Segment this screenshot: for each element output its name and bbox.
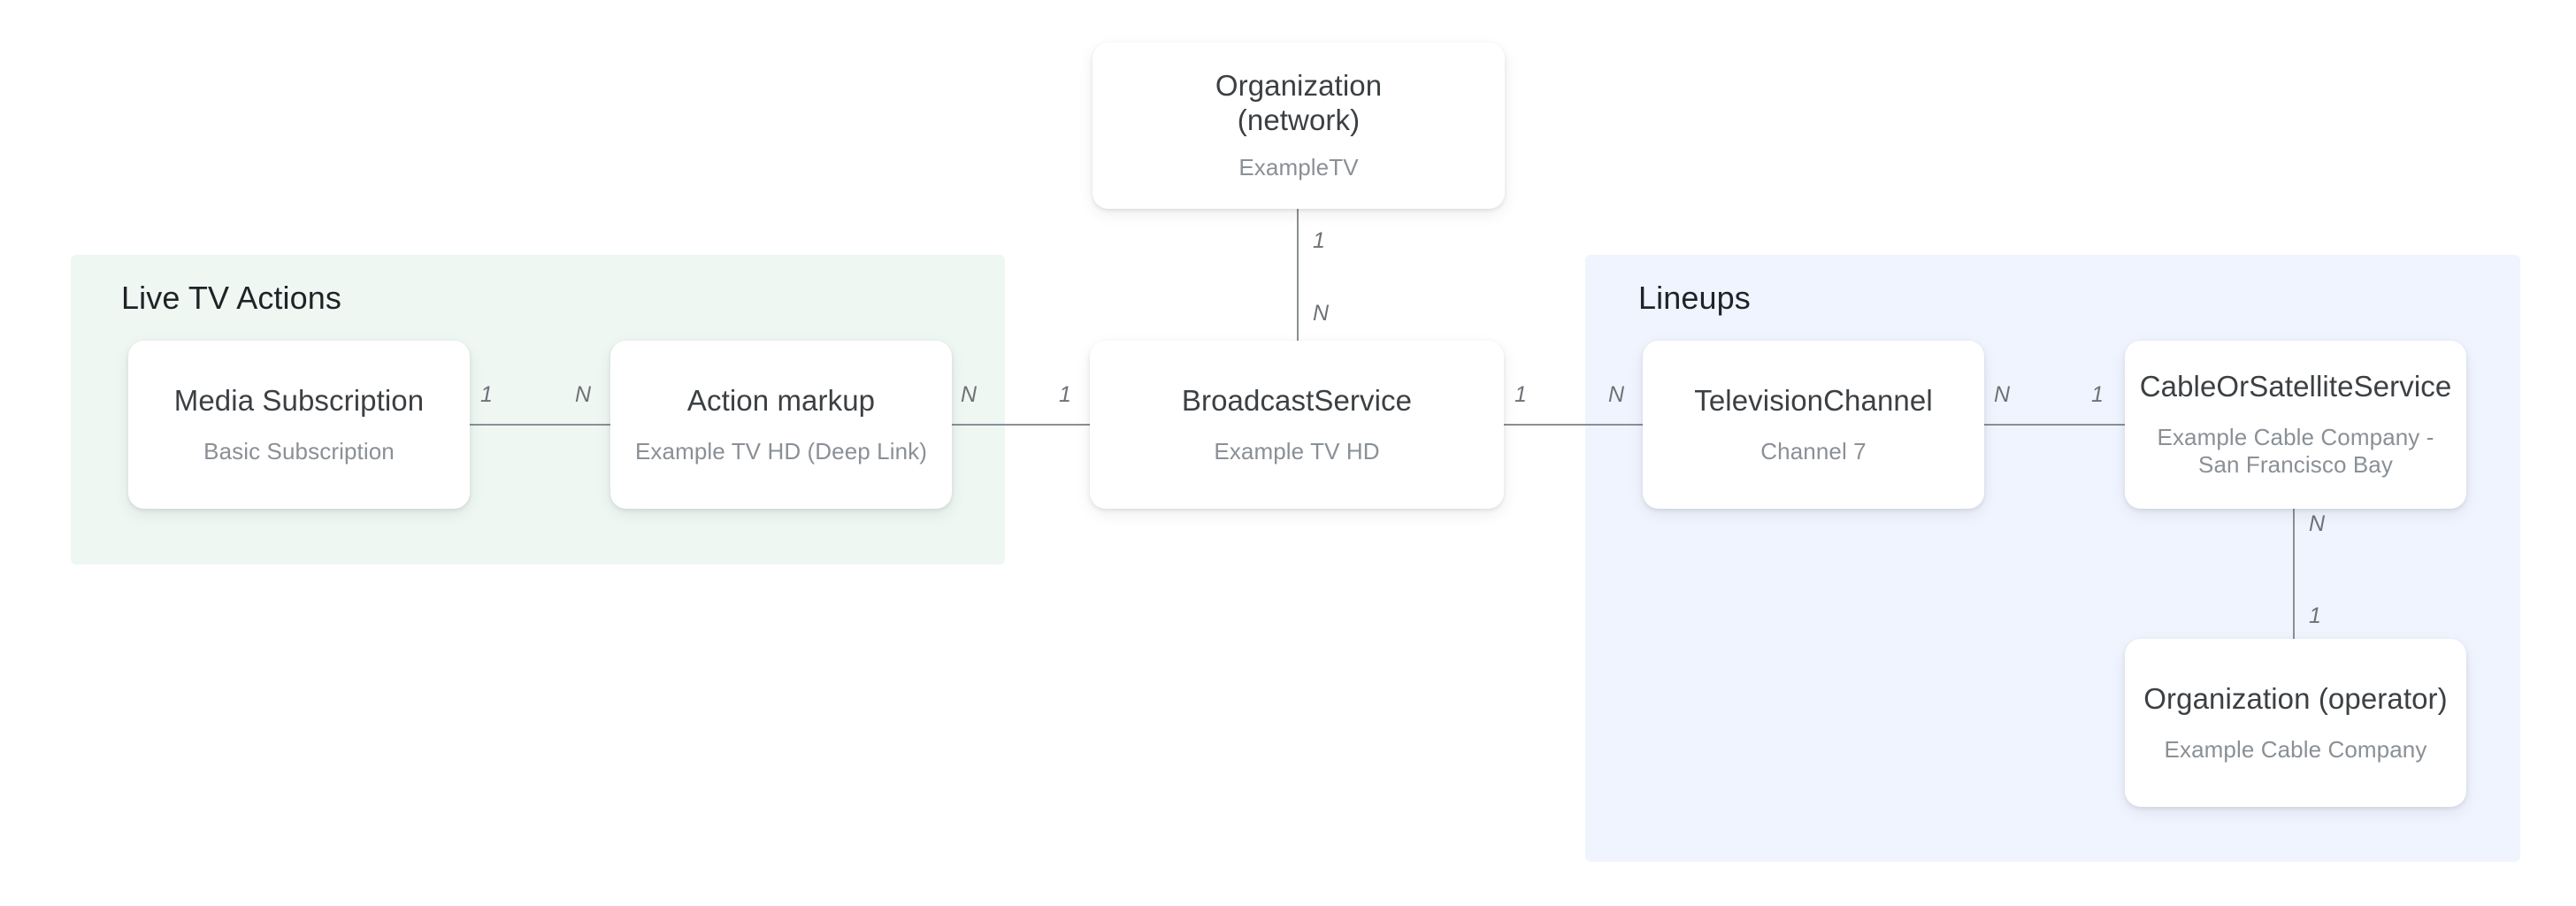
edge-action-markup-to-broadcast-cardinality-from: N — [961, 382, 978, 407]
edge-broadcast-to-television-channel-cardinality-to: N — [1608, 382, 1625, 407]
edge-broadcast-to-television-channel-line — [1499, 424, 1648, 426]
edge-org-network-to-broadcast-cardinality-from: 1 — [1313, 228, 1326, 253]
node-broadcast-service-title: BroadcastService — [1181, 383, 1413, 417]
node-action-markup-subtitle: Example TV HD (Deep Link) — [634, 437, 928, 465]
node-media-subscription-title: Media Subscription — [173, 383, 425, 417]
node-organization-operator-subtitle: Example Cable Company — [2164, 735, 2427, 763]
node-cable-or-satellite-service-subtitle: Example Cable Company - San Francisco Ba… — [2157, 424, 2434, 479]
edge-broadcast-to-television-channel-cardinality-from: 1 — [1514, 382, 1528, 407]
node-media-subscription-subtitle: Basic Subscription — [203, 437, 395, 465]
edge-television-channel-to-cable-or-satellite-cardinality-from: N — [1994, 382, 2011, 407]
panel-lineups-title: Lineups — [1638, 280, 1751, 316]
node-action-markup-title: Action markup — [686, 383, 876, 417]
edge-org-network-to-broadcast-line — [1297, 209, 1299, 342]
node-organization-operator[interactable]: Organization (operator) Example Cable Co… — [2125, 639, 2466, 807]
edge-media-subscription-to-action-markup-cardinality-to: N — [575, 382, 592, 407]
edge-television-channel-to-cable-or-satellite-cardinality-to: 1 — [2091, 382, 2104, 407]
edge-action-markup-to-broadcast-line — [947, 424, 1095, 426]
node-media-subscription[interactable]: Media Subscription Basic Subscription — [128, 341, 470, 509]
edge-cable-or-satellite-to-org-operator-line — [2293, 507, 2295, 640]
node-action-markup[interactable]: Action markup Example TV HD (Deep Link) — [610, 341, 952, 509]
node-broadcast-service-subtitle: Example TV HD — [1214, 437, 1380, 465]
panel-live-tv-actions-title: Live TV Actions — [121, 280, 341, 316]
edge-television-channel-to-cable-or-satellite-line — [1980, 424, 2130, 426]
node-cable-or-satellite-service-title: CableOrSatelliteService — [2139, 370, 2452, 403]
node-cable-or-satellite-service[interactable]: CableOrSatelliteService Example Cable Co… — [2125, 341, 2466, 509]
node-organization-network-title: Organization (network) — [1215, 69, 1383, 137]
edge-cable-or-satellite-to-org-operator-cardinality-from: N — [2309, 511, 2326, 536]
edge-cable-or-satellite-to-org-operator-cardinality-to: 1 — [2309, 603, 2322, 628]
edge-action-markup-to-broadcast-cardinality-to: 1 — [1059, 382, 1072, 407]
node-television-channel[interactable]: TelevisionChannel Channel 7 — [1643, 341, 1984, 509]
edge-org-network-to-broadcast-cardinality-to: N — [1313, 301, 1330, 326]
node-organization-network[interactable]: Organization (network) ExampleTV — [1092, 42, 1505, 209]
node-television-channel-title: TelevisionChannel — [1694, 383, 1933, 417]
edge-media-subscription-to-action-markup-line — [464, 424, 617, 426]
node-television-channel-subtitle: Channel 7 — [1760, 437, 1867, 465]
edge-media-subscription-to-action-markup-cardinality-from: 1 — [480, 382, 494, 407]
node-broadcast-service[interactable]: BroadcastService Example TV HD — [1090, 341, 1504, 509]
node-organization-operator-title: Organization (operator) — [2143, 681, 2448, 715]
node-organization-network-subtitle: ExampleTV — [1238, 154, 1359, 181]
